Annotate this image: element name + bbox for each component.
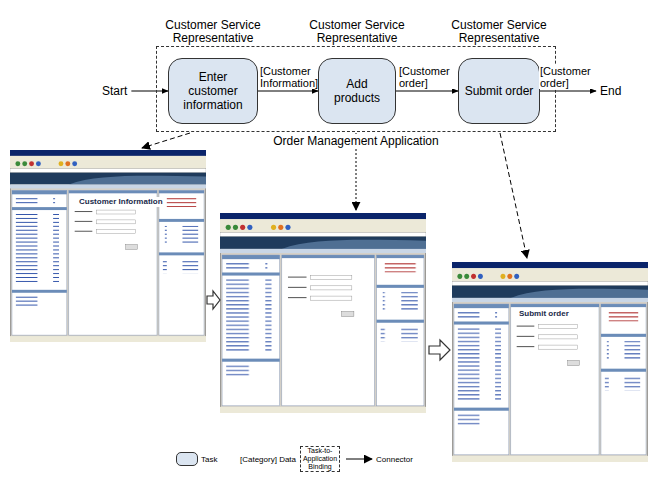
- legend-text: Task-to-Application Binding: [300, 446, 340, 472]
- connector: [396, 91, 458, 92]
- legend-text: [Category] Data: [240, 455, 296, 464]
- task-label: Submit order: [465, 84, 534, 98]
- task-box: Customer Service RepresentativeSubmit or…: [458, 58, 540, 124]
- data-label: [Customer order]: [398, 65, 456, 89]
- task-box: Customer Service RepresentativeEnter cus…: [168, 58, 258, 124]
- flow-arrow: [207, 291, 220, 309]
- connector: [131, 91, 168, 92]
- screen-title: Submit order: [518, 309, 570, 319]
- data-label: [Customer Information]: [259, 65, 317, 89]
- binding-arrow: [500, 133, 527, 258]
- terminal-text: End: [600, 84, 621, 98]
- application-label: Order Management Application: [270, 134, 441, 148]
- task-label: Enter customer information: [173, 70, 253, 112]
- legend-swatch: [176, 452, 198, 466]
- binding-box: Order Management ApplicationCustomer Ser…: [156, 46, 556, 132]
- role-label: Customer Service Representative: [165, 19, 261, 45]
- legend-connector-sample: [346, 459, 372, 460]
- task-box: Customer Service RepresentativeAdd produ…: [318, 58, 396, 124]
- screenshot: [220, 213, 426, 413]
- legend-text: Connector: [376, 455, 413, 464]
- screenshot: [10, 150, 206, 342]
- binding-arrow: [142, 133, 190, 148]
- flow-arrow: [429, 340, 450, 360]
- terminal-text: Start: [102, 84, 127, 98]
- legend-text: Task: [201, 455, 217, 464]
- connector: [258, 91, 318, 92]
- terminal-label: End: [600, 84, 621, 98]
- terminal-label: Start: [102, 84, 127, 98]
- task-label: Add products: [323, 77, 391, 105]
- role-label: Customer Service Representative: [309, 19, 405, 45]
- data-label: [Customer order]: [539, 65, 597, 89]
- connector: [540, 91, 596, 92]
- screenshot: [452, 262, 648, 462]
- screen-title: Customer Information: [78, 197, 164, 207]
- role-label: Customer Service Representative: [451, 19, 547, 45]
